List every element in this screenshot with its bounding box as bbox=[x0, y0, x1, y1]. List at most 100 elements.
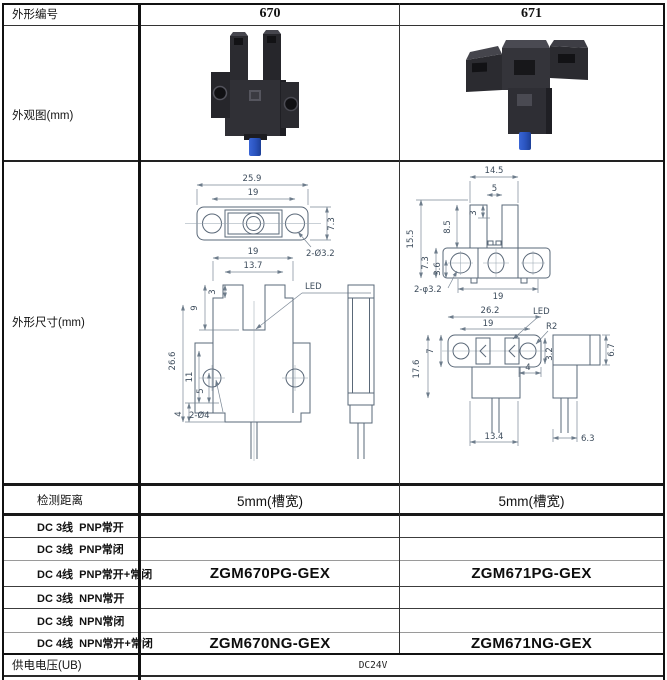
row-label-pnp-no: DC 3线 PNP常开 bbox=[4, 516, 167, 537]
row-label-power: 供电电压(UB) bbox=[4, 655, 142, 675]
table-border-left bbox=[2, 3, 4, 680]
wiring-label: DC 3线 PNP常开 bbox=[37, 521, 124, 534]
product-photo-670 bbox=[211, 30, 299, 156]
row-label-dimensions: 外形尺寸(mm) bbox=[4, 160, 142, 483]
detection-671-text: 5mm(槽宽) bbox=[498, 493, 565, 509]
svg-text:7.3: 7.3 bbox=[327, 217, 337, 231]
svg-text:4: 4 bbox=[174, 411, 184, 416]
dimension-drawing-671: 14.5 5 3 8.5 15.5 7.3 3.6 2-φ3.2 19 26.2 bbox=[406, 166, 617, 446]
svg-text:8.5: 8.5 bbox=[443, 220, 453, 234]
detection-label: 检测距离 bbox=[37, 494, 83, 507]
svg-text:4: 4 bbox=[525, 363, 530, 373]
model-670-pg: ZGM670PG-GEX bbox=[209, 565, 331, 582]
power-value-cell: DC24V bbox=[141, 655, 605, 675]
svg-text:17.6: 17.6 bbox=[412, 360, 422, 379]
svg-text:13.4: 13.4 bbox=[485, 432, 504, 442]
svg-text:26.6: 26.6 bbox=[168, 352, 178, 371]
model-670-ng: ZGM670NG-GEX bbox=[209, 634, 331, 652]
shape-number-label: 外形编号 bbox=[12, 9, 58, 21]
wiring-label: DC 3线 PNP常闭 bbox=[37, 544, 124, 556]
row-line bbox=[2, 586, 663, 587]
dimensions-label: 外形尺寸(mm) bbox=[12, 316, 85, 329]
sensor-671-illustration bbox=[466, 40, 588, 150]
svg-text:13.7: 13.7 bbox=[244, 261, 263, 271]
wiring-label: DC 4线 NPN常开+常闭 bbox=[37, 638, 153, 650]
model-670-header: 670 bbox=[259, 6, 281, 21]
svg-text:25.9: 25.9 bbox=[243, 174, 262, 184]
svg-text:2-Ø3.2: 2-Ø3.2 bbox=[306, 248, 335, 259]
svg-text:15.5: 15.5 bbox=[406, 230, 416, 249]
svg-text:7: 7 bbox=[426, 348, 436, 353]
svg-text:19: 19 bbox=[248, 188, 259, 198]
svg-text:R2: R2 bbox=[546, 322, 557, 332]
svg-text:LED: LED bbox=[305, 282, 322, 292]
svg-text:3: 3 bbox=[208, 289, 218, 294]
svg-text:26.2: 26.2 bbox=[481, 306, 500, 316]
sensor-670-illustration bbox=[211, 30, 299, 156]
svg-text:11: 11 bbox=[185, 372, 195, 383]
dimension-drawing-670: 25.9 19 7.3 2-Ø3.2 19 13.7 LED bbox=[168, 174, 375, 461]
svg-text:2-φ3.2: 2-φ3.2 bbox=[414, 285, 442, 295]
svg-text:2-Ø4: 2-Ø4 bbox=[189, 410, 210, 421]
drawing-670-top-view: 25.9 19 7.3 2-Ø3.2 bbox=[185, 174, 337, 259]
row-line-thick bbox=[2, 653, 663, 655]
power-value: DC24V bbox=[358, 659, 388, 671]
svg-text:3.6: 3.6 bbox=[433, 262, 443, 276]
wiring-label: DC 3线 NPN常开 bbox=[37, 592, 125, 605]
row-line bbox=[2, 632, 663, 633]
row-label-pnp-nc: DC 3线 PNP常闭 bbox=[4, 538, 167, 560]
detection-value-671: 5mm(槽宽) bbox=[400, 486, 663, 513]
row-line-thick bbox=[2, 513, 663, 516]
detection-670-text: 5mm(槽宽) bbox=[237, 493, 303, 509]
row-label-pnp-nonc: DC 4线 PNP常开+常闭 bbox=[4, 561, 167, 586]
row-line bbox=[2, 675, 663, 677]
model-cell-670-pnp: ZGM670PG-GEX bbox=[141, 561, 399, 586]
table-border-top bbox=[2, 3, 663, 5]
column-header-670: 670 bbox=[141, 4, 399, 24]
row-line-thick bbox=[2, 483, 663, 486]
svg-text:6.7: 6.7 bbox=[607, 343, 617, 357]
drawing-671-side-view: 6.7 6.3 bbox=[552, 334, 617, 444]
svg-text:7.3: 7.3 bbox=[421, 256, 431, 270]
model-cell-670-npn: ZGM670NG-GEX bbox=[141, 633, 399, 653]
row-line bbox=[2, 160, 663, 162]
detection-value-670: 5mm(槽宽) bbox=[141, 486, 399, 513]
svg-text:19: 19 bbox=[493, 292, 504, 302]
model-671-pg: ZGM671PG-GEX bbox=[471, 565, 592, 582]
power-label: 供电电压(UB) bbox=[12, 660, 82, 672]
product-photo-671 bbox=[466, 40, 588, 150]
svg-text:14.5: 14.5 bbox=[485, 166, 504, 176]
row-label-shape-number: 外形编号 bbox=[4, 4, 142, 24]
drawing-671-top-view: 26.2 19 LED R2 7 17.6 3.2 4 bbox=[412, 306, 557, 446]
drawing-670-front-view: 19 13.7 LED 3 9 26.6 11 5 bbox=[168, 247, 371, 461]
drawing-671-front-view: 14.5 5 3 8.5 15.5 7.3 3.6 2-φ3.2 19 bbox=[406, 166, 551, 302]
model-cell-671-pnp: ZGM671PG-GEX bbox=[400, 561, 663, 586]
row-label-npn-no: DC 3线 NPN常开 bbox=[4, 587, 167, 608]
svg-text:19: 19 bbox=[248, 247, 259, 257]
model-671-header: 671 bbox=[521, 6, 542, 21]
column-divider-670-671 bbox=[399, 3, 400, 653]
row-line bbox=[2, 560, 663, 561]
row-label-appearance: 外观图(mm) bbox=[4, 105, 142, 125]
svg-text:19: 19 bbox=[483, 319, 494, 329]
column-header-671: 671 bbox=[400, 4, 663, 24]
svg-text:LED: LED bbox=[533, 307, 550, 317]
row-line bbox=[2, 25, 663, 26]
label-column-divider bbox=[138, 3, 141, 680]
svg-text:9: 9 bbox=[190, 305, 200, 310]
svg-text:6.3: 6.3 bbox=[581, 434, 595, 444]
svg-text:3.2: 3.2 bbox=[545, 347, 555, 361]
row-label-detection: 检测距离 bbox=[4, 486, 167, 513]
wiring-label: DC 3线 NPN常闭 bbox=[37, 615, 125, 628]
svg-text:5: 5 bbox=[196, 388, 206, 393]
drawing-670-side-view bbox=[347, 284, 375, 459]
svg-text:5: 5 bbox=[492, 184, 497, 194]
row-label-npn-nc: DC 3线 NPN常闭 bbox=[4, 609, 167, 632]
row-label-npn-nonc: DC 4线 NPN常开+常闭 bbox=[4, 633, 167, 653]
wiring-label: DC 4线 PNP常开+常闭 bbox=[37, 568, 153, 581]
table-border-right bbox=[663, 3, 665, 680]
appearance-label: 外观图(mm) bbox=[12, 110, 74, 122]
row-line bbox=[2, 608, 663, 609]
model-cell-671-npn: ZGM671NG-GEX bbox=[400, 633, 663, 653]
